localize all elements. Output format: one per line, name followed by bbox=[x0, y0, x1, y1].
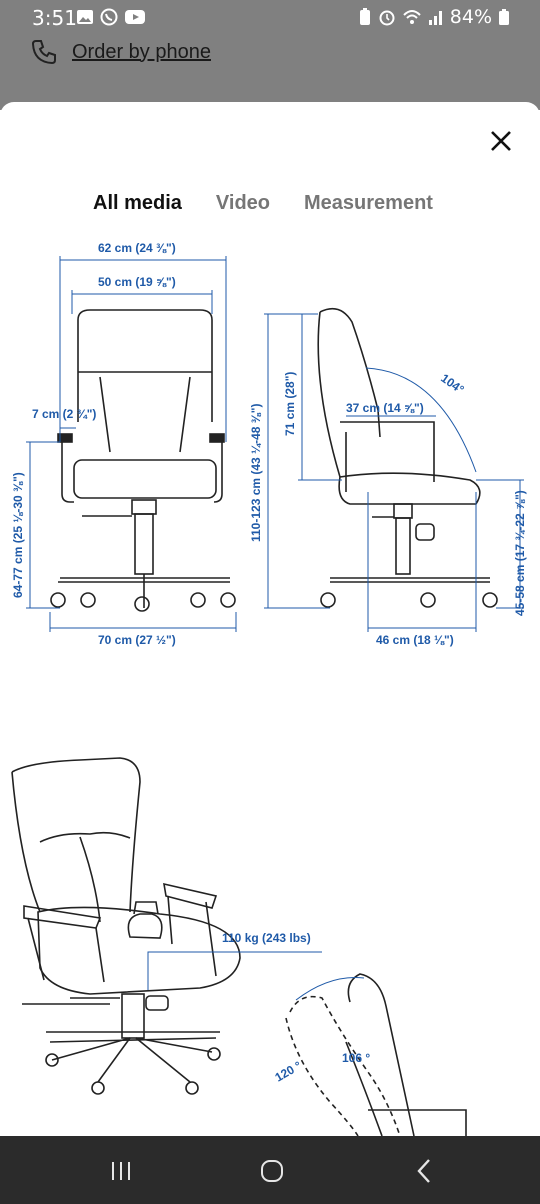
close-icon[interactable] bbox=[488, 128, 514, 154]
tilt-angle-a-label: 120 ° bbox=[273, 1058, 305, 1084]
recent-apps-icon[interactable] bbox=[106, 1156, 136, 1186]
system-indicators: 84% bbox=[358, 6, 510, 28]
battery-icon bbox=[499, 9, 509, 25]
back-icon[interactable] bbox=[410, 1156, 440, 1186]
order-by-phone-label: Order by phone bbox=[72, 40, 211, 63]
tilt-view bbox=[285, 973, 467, 1136]
phone-icon bbox=[31, 40, 56, 65]
tab-all-media[interactable]: All media bbox=[93, 192, 182, 214]
tilt-angle-b-label: 106 ° bbox=[342, 1051, 370, 1065]
gallery-icon bbox=[77, 10, 93, 24]
media-tabs: All media Video Measurement bbox=[93, 192, 433, 215]
status-bar: 3:51 84% bbox=[0, 0, 540, 34]
overall-width-label: 62 cm (24 ⅜") bbox=[98, 241, 176, 255]
home-icon[interactable] bbox=[257, 1156, 287, 1186]
whatsapp-icon bbox=[100, 8, 118, 26]
wifi-icon bbox=[403, 10, 421, 24]
alarm-icon bbox=[379, 10, 395, 26]
order-by-phone-link[interactable]: Order by phone bbox=[30, 38, 211, 66]
back-height-label: 71 cm (28") bbox=[283, 372, 297, 436]
side-view-chair bbox=[317, 307, 498, 608]
seat-width-label: 50 cm (19 ⅝") bbox=[98, 275, 176, 289]
dimmed-page-backdrop[interactable] bbox=[0, 34, 540, 110]
tab-measurement[interactable]: Measurement bbox=[304, 192, 433, 214]
battery-saver-icon bbox=[359, 8, 370, 25]
total-height-label: 110-123 cm (43 ¼-48 ⅜") bbox=[249, 404, 263, 542]
system-navigation-bar bbox=[0, 1136, 540, 1204]
dimension-lines bbox=[26, 256, 524, 632]
armrest-width-label: 7 cm (2 ¾") bbox=[32, 407, 96, 421]
weight-limit-label: 110 kg (243 lbs) bbox=[222, 931, 311, 945]
notification-icons bbox=[76, 8, 146, 26]
battery-percent: 84% bbox=[449, 6, 492, 28]
media-viewer-sheet: All media Video Measurement bbox=[0, 102, 540, 1136]
feature-illustration: 110 kg (243 lbs) 120 ° 106 ° bbox=[11, 757, 467, 1136]
measurement-diagram: 62 cm (24 ⅜") 50 cm (19 ⅝") 7 cm (2 ¾") … bbox=[11, 241, 527, 647]
status-time: 3:51 bbox=[32, 6, 77, 30]
base-width-label: 70 cm (27 ½") bbox=[98, 633, 176, 647]
tab-video[interactable]: Video bbox=[215, 192, 271, 214]
depth-label: 46 cm (18 ⅛") bbox=[376, 633, 454, 647]
chair-perspective bbox=[11, 757, 241, 1095]
recline-angle-label: 104° bbox=[438, 371, 467, 397]
armrest-height-label: 64-77 cm (25 ⅛-30 ⅜") bbox=[11, 472, 25, 598]
front-view-chair bbox=[50, 309, 236, 612]
signal-icon bbox=[428, 11, 442, 25]
seat-height-label: 45-58 cm (17 ¾-22 ⅞") bbox=[513, 490, 527, 616]
youtube-icon bbox=[125, 10, 145, 24]
seat-depth-label: 37 cm (14 ⅝") bbox=[346, 401, 424, 415]
